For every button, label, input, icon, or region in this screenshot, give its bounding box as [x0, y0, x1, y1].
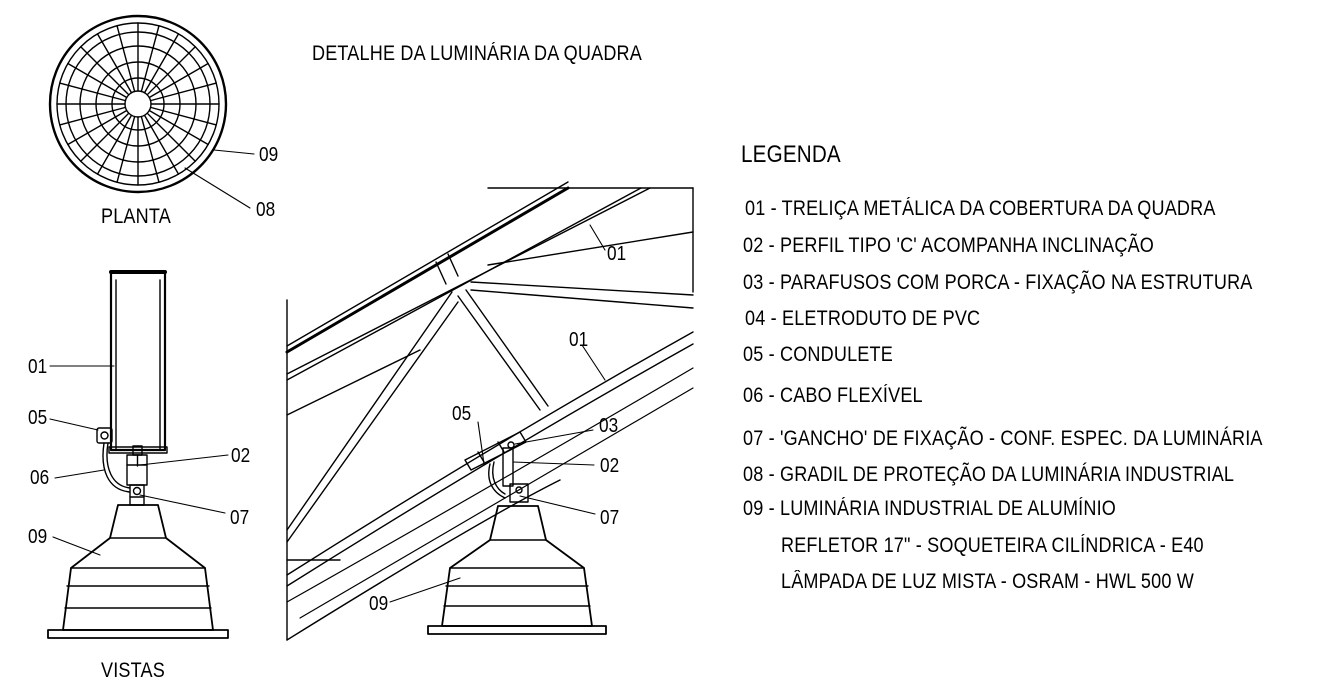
legend-heading: LEGENDA [741, 141, 841, 168]
front-view [48, 272, 228, 638]
callout-front-01: 01 [28, 356, 48, 378]
legend-item-05: 05 - CONDULETE [743, 343, 893, 366]
callout-side-05: 05 [452, 403, 472, 425]
legend-item-07: 07 - 'GANCHO' DE FIXAÇÃO - CONF. ESPEC. … [743, 427, 1263, 450]
callout-front-09: 09 [28, 526, 48, 548]
leader-lines [50, 150, 605, 602]
side-view [287, 182, 693, 640]
grille-bar [149, 64, 208, 98]
grille-ring [66, 32, 210, 176]
grille-bar [98, 115, 132, 174]
legend-item-06: 06 - CABO FLEXÍVEL [743, 384, 923, 407]
grille-bar [141, 26, 159, 92]
callout-side-03: 03 [599, 415, 619, 437]
legend-item-08: 08 - GRADIL DE PROTEÇÃO DA LUMINÁRIA IND… [743, 463, 1235, 486]
drawing-title: DETALHE DA LUMINÁRIA DA QUADRA [312, 42, 642, 65]
callout-side-02: 02 [600, 455, 620, 477]
grille-ring [112, 78, 164, 130]
grille-bar [141, 117, 159, 183]
callout-plan-09: 09 [259, 144, 279, 166]
grille-bar [151, 107, 217, 125]
grille-bar [68, 111, 127, 145]
grille-bar [147, 113, 195, 161]
grille-bar [81, 47, 129, 95]
callout-front-06: 06 [30, 467, 50, 489]
legend-item-09-line2: REFLETOR 17" - SOQUETEIRA CILÍNDRICA - E… [781, 534, 1204, 557]
grille-bar [149, 111, 208, 145]
callout-front-02: 02 [231, 445, 251, 467]
legend-item-09-line3: LÂMPADA DE LUZ MISTA - OSRAM - HWL 500 W [781, 570, 1194, 593]
plan-view [50, 16, 226, 192]
views-label: VISTAS [101, 659, 165, 682]
legend-item-03: 03 - PARAFUSOS COM PORCA - FIXAÇÃO NA ES… [743, 271, 1253, 294]
grille-bar [98, 34, 132, 93]
grille-bar [81, 113, 129, 161]
grille-bar [117, 117, 135, 183]
grille-bar [60, 83, 126, 101]
grille-bar [147, 47, 195, 95]
legend-item-04: 04 - ELETRODUTO DE PVC [745, 307, 981, 330]
callout-side-01b: 01 [569, 329, 589, 351]
callout-side-01a: 01 [607, 243, 627, 265]
legend-item-09: 09 - LUMINÁRIA INDUSTRIAL DE ALUMÍNIO [743, 497, 1116, 520]
callout-front-05: 05 [28, 407, 48, 429]
callout-side-09: 09 [369, 593, 389, 615]
legend-item-02: 02 - PERFIL TIPO 'C' ACOMPANHA INCLINAÇÃ… [743, 234, 1155, 257]
callout-side-07: 07 [600, 507, 620, 529]
plan-label: PLANTA [101, 205, 171, 228]
grille-bar [145, 34, 179, 93]
grille-bar [145, 115, 179, 174]
callout-plan-08: 08 [256, 199, 276, 221]
callout-front-07: 07 [230, 507, 250, 529]
grille-ring [96, 62, 180, 146]
grille-bar [151, 83, 217, 101]
grille-bar [60, 107, 126, 125]
grille-ring [80, 46, 196, 162]
legend-item-01: 01 - TRELIÇA METÁLICA DA COBERTURA DA QU… [745, 197, 1216, 220]
grille-bar [68, 64, 127, 98]
grille-bar [117, 26, 135, 92]
